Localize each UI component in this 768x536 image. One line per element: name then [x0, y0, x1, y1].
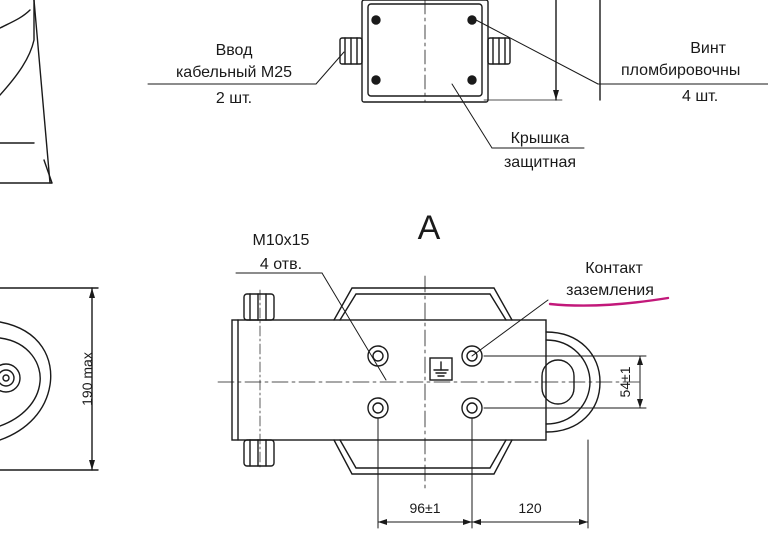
seal-screw-label-line1: Винт	[690, 40, 726, 57]
cable-entry-qty: 2 шт.	[215, 90, 253, 107]
thread-holes-label-line1: М10х15	[252, 232, 310, 249]
cable-entry-label-line1: Ввод	[215, 42, 253, 59]
ground-contact-label-line2: заземления	[566, 282, 654, 299]
dimension-190-max-label: 190 max	[79, 352, 95, 406]
dimension-54-label: 54±1	[617, 366, 633, 398]
leader-lines-top	[147, 19, 768, 149]
ground-contact-highlight	[548, 296, 670, 307]
view-label: А	[417, 209, 441, 247]
view-a-body	[217, 275, 641, 491]
earth-ground-icon	[429, 357, 453, 381]
seal-screw-qty: 4 шт.	[682, 88, 719, 105]
left-partial-view-top	[0, 0, 53, 184]
cover-label-line2: защитная	[503, 154, 577, 171]
dimension-bottom	[377, 417, 589, 529]
dimension-54	[483, 355, 647, 409]
dimension-190-max	[89, 287, 95, 471]
junction-box-top-view	[339, 0, 601, 103]
dimension-96-label: 96±1	[409, 500, 441, 516]
cover-label-line1: Крышка	[510, 130, 570, 147]
cable-entry-label-line2: кабельный М25	[175, 64, 293, 81]
seal-screw-label-line2: пломбировочны	[621, 62, 741, 79]
left-partial-view-bottom	[0, 287, 99, 471]
dimension-120-label: 120	[518, 500, 542, 516]
thread-holes-label-line2: 4 отв.	[259, 256, 303, 273]
ground-contact-label-line1: Контакт	[585, 260, 643, 277]
leader-lines-view-a	[235, 272, 549, 381]
